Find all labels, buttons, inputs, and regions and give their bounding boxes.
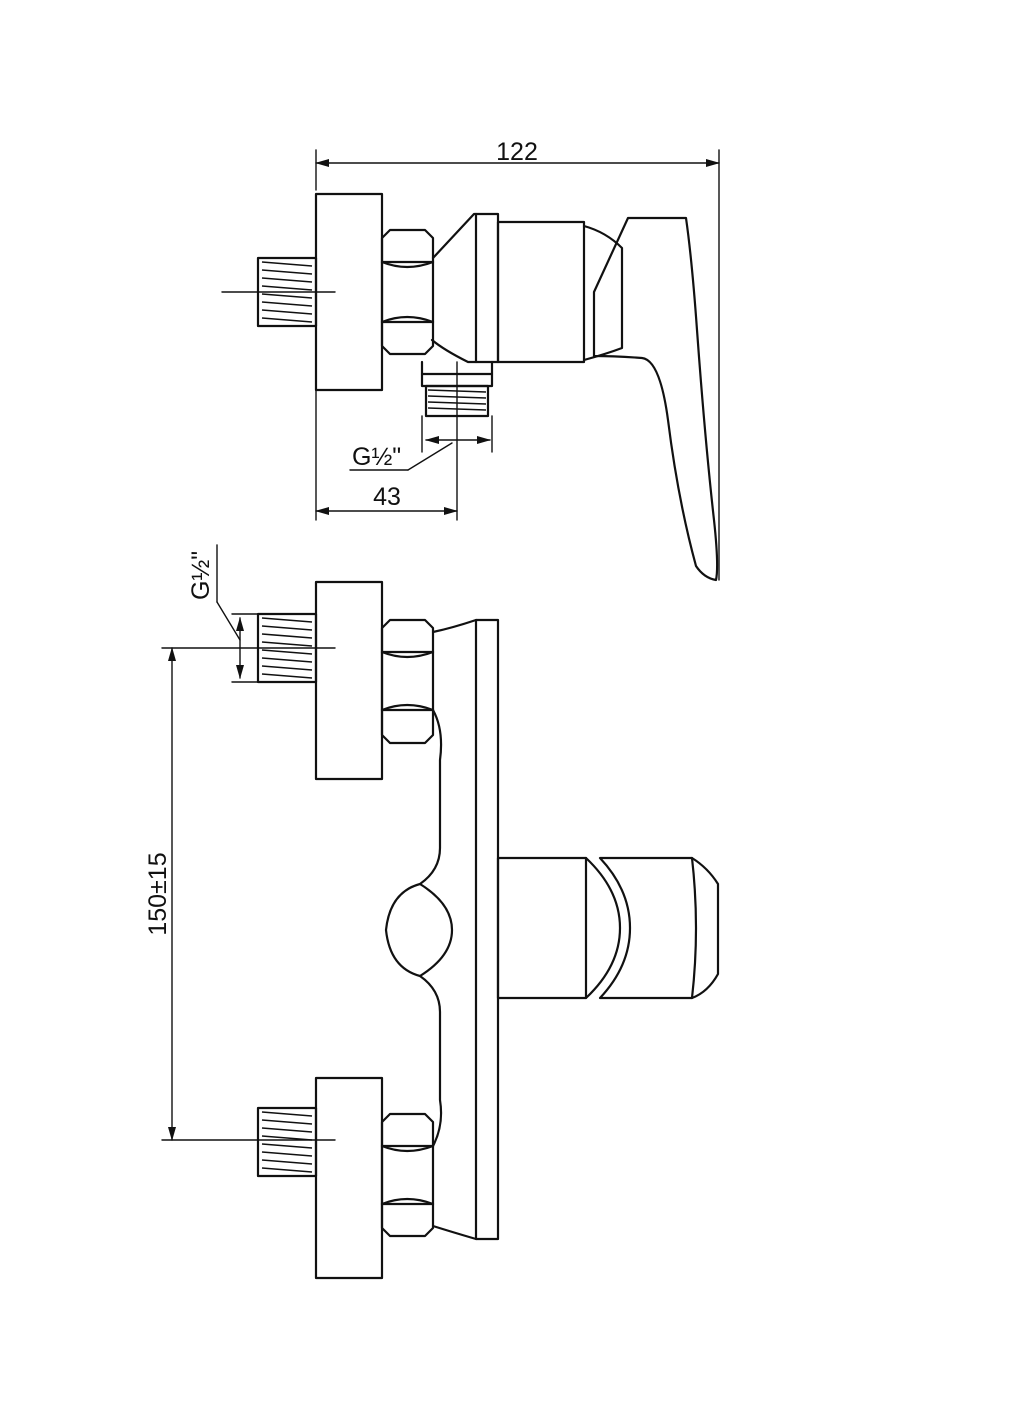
front-lever-handle — [598, 856, 720, 1000]
side-view: 122 G½" 43 — [221, 138, 720, 582]
inlet-spacing-label: 150±15 — [144, 852, 172, 935]
overall-length-label: 122 — [496, 138, 538, 166]
side-lever-handle — [592, 216, 719, 582]
front-cartridge-handle — [496, 856, 720, 1000]
front-view: G½" 150±15 — [144, 544, 720, 1280]
front-top-inlet — [161, 580, 435, 781]
wall-offset-label: 43 — [373, 483, 401, 511]
dimension-overall-length: 122 — [315, 138, 720, 581]
dimension-wall-offset: 43 — [315, 389, 458, 521]
inlet-thread-label: G½" — [187, 551, 215, 600]
dimension-outlet-thread: G½" — [349, 415, 493, 471]
dimension-inlet-spacing: 150±15 — [144, 647, 176, 1141]
outlet-thread-label: G½" — [352, 443, 401, 471]
front-bottom-inlet — [161, 1076, 435, 1280]
side-hex-nut — [380, 228, 435, 356]
dimension-inlet-thread: G½" — [187, 544, 259, 683]
